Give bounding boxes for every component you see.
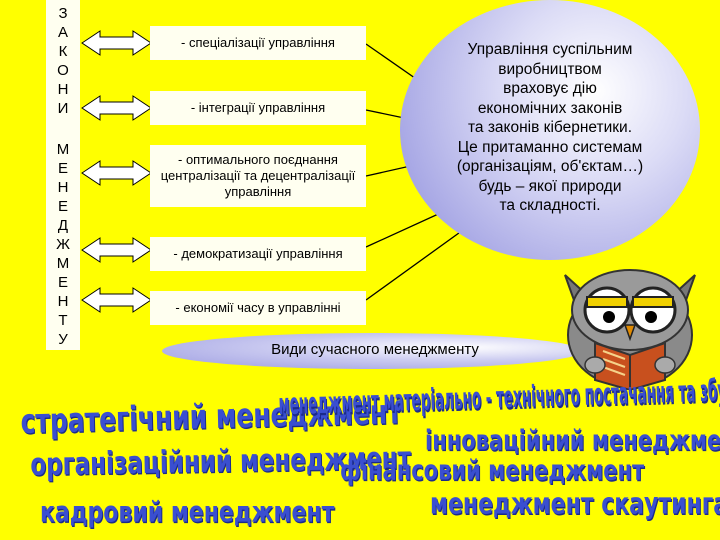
double-arrow-2 (81, 95, 152, 121)
arrow-line-5 (365, 224, 471, 301)
double-arrow-1 (81, 30, 152, 56)
circle-text: Управління суспільним виробництвом врахову… (410, 40, 690, 216)
vertical-letter: А (57, 24, 68, 41)
vertical-letter: Е (57, 160, 68, 177)
circle-text-line: Управління суспільним (467, 41, 633, 58)
types-title: Види сучасного менеджменту (271, 341, 479, 358)
vertical-letter: Е (57, 274, 68, 291)
law-democratization-box: - демократизації управління (150, 237, 366, 271)
vertical-letter: Ж (56, 236, 70, 253)
vertical-letter: И (57, 100, 69, 117)
vertical-letter: У (58, 331, 68, 348)
law-time-economy-box: - економії часу в управлінні (150, 291, 366, 325)
circle-text-line: Це притаманно системам (457, 138, 643, 156)
wordart-scouting: менеджмент скаутинга (430, 488, 720, 522)
circle-text-line: враховує дію (503, 80, 597, 97)
double-arrow-4 (81, 237, 152, 263)
vertical-letter: М (56, 255, 70, 272)
vertical-letter: Е (57, 198, 68, 215)
circle-text-line: виробництвом (498, 60, 602, 78)
vertical-letter: О (57, 62, 69, 79)
wordart-innovation: інноваційний менеджмент (425, 425, 720, 457)
circle-text-line: та законів кібернетики. (467, 119, 633, 136)
vertical-letter: Т (58, 312, 68, 329)
circle-text-line: економічних законів (477, 99, 623, 117)
vertical-letter: Д (57, 217, 69, 234)
double-arrow-5 (81, 287, 152, 313)
owl-reading-book-icon (564, 269, 696, 390)
wordart-personnel: кадровий менеджмент (40, 497, 335, 530)
circle-text-line: будь – якої природи (478, 177, 622, 195)
vertical-letter: М (56, 141, 70, 158)
economic-laws-circle (400, 0, 700, 260)
circle-text-line: (організаціям, об'єктам…) (456, 158, 644, 175)
wordart-financial: фінансовий менеджмент (340, 455, 645, 487)
vertical-letter: З (58, 5, 68, 22)
vertical-letter: Н (57, 293, 69, 310)
law-centralization-box: - оптимального поєднання централізації т… (150, 145, 366, 207)
vertical-letter: Н (57, 81, 69, 98)
circle-text-line: та складності. (499, 197, 601, 214)
types-title-ellipse (162, 333, 582, 369)
law-integration-box: - інтеграції управління (150, 91, 366, 125)
law-specialization-box: - спеціалізації управління (150, 26, 366, 60)
vertical-letter: К (58, 43, 68, 60)
vertical-letter: Н (57, 179, 69, 196)
double-arrow-3 (81, 160, 152, 186)
